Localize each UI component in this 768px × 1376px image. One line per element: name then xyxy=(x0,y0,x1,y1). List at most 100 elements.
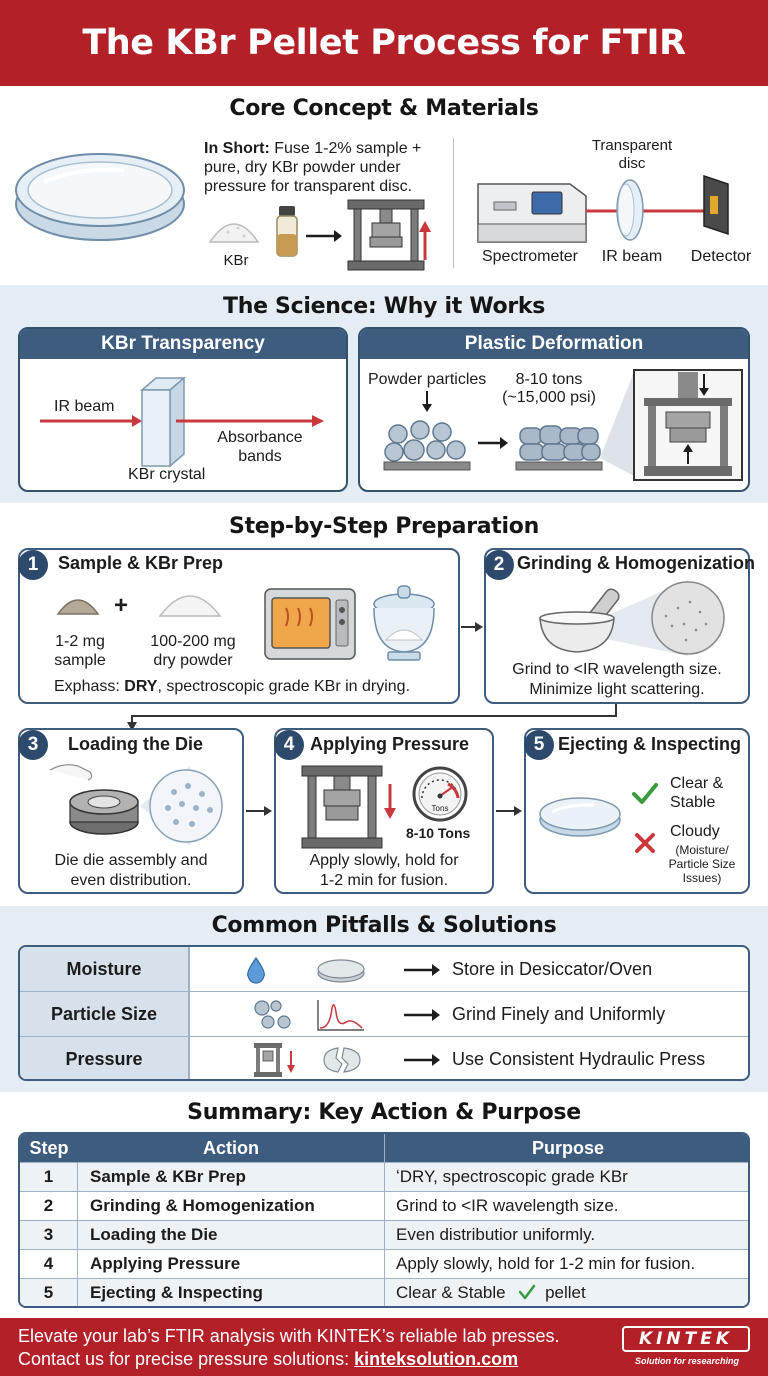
cloudy-label: Cloudy xyxy=(670,823,720,840)
step-1-emphasis: Exphass: DRY, spectroscopic grade KBr in… xyxy=(54,678,411,695)
arrow-icon xyxy=(404,1009,440,1021)
petri-dish-illustration xyxy=(15,153,185,241)
absorbance-bands-label: Absorbance bands xyxy=(217,429,303,465)
particles-icon xyxy=(254,1000,291,1029)
check-icon xyxy=(519,1284,536,1300)
step-2-description: Grind to <IR wavelength size.Minimize li… xyxy=(512,661,722,698)
arrow-icon xyxy=(478,437,508,449)
pitfalls-table: Moisture Store in Desiccator/Oven Partic… xyxy=(18,945,750,1081)
footer-line-2: Contact us for precise pressure solution… xyxy=(18,1349,519,1369)
row-step: 2 xyxy=(20,1192,78,1220)
spectrum-peak-icon xyxy=(317,1000,364,1031)
pitfall-solution: Store in Desiccator/Oven xyxy=(452,959,653,979)
pitfalls-section-title: Common Pitfalls & Solutions xyxy=(211,913,557,938)
logo-tagline: Solution for researching xyxy=(634,1356,739,1366)
core-divider xyxy=(453,138,454,268)
ir-beam-label: IR beam xyxy=(601,248,663,265)
cracked-pellet-icon xyxy=(323,1047,361,1073)
kintek-logo: KINTEK xyxy=(622,1326,750,1352)
footer-line-1: Elevate your lab’s FTIR analysis with KI… xyxy=(18,1326,560,1346)
clear-stable-label: Clear &Stable xyxy=(670,775,724,811)
kbr-crystal-label: KBr crystal xyxy=(128,466,206,483)
kbr-transparency-heading: KBr Transparency xyxy=(20,329,346,359)
footer-banner: Elevate your lab’s FTIR analysis with KI… xyxy=(0,1318,768,1376)
arrow-icon xyxy=(306,230,342,242)
sample-vial-icon xyxy=(276,206,298,257)
water-drop-icon xyxy=(247,956,265,984)
step-1-number: 1 xyxy=(18,550,48,580)
arrow-icon xyxy=(404,964,440,976)
pitfall-row: Pressure Use Consistent Hydraulic Press xyxy=(20,1037,748,1079)
pitfall-row: Moisture Store in Desiccator/Oven xyxy=(20,947,748,992)
ir-beam-line xyxy=(586,209,706,213)
down-arrow-icon xyxy=(422,391,432,412)
row-purpose: Even distributior uniformly. xyxy=(396,1225,596,1244)
step-5-number: 5 xyxy=(524,730,554,760)
transparent-disc-label: Transparent disc xyxy=(591,137,673,172)
short-summary: In Short: Fuse 1-2% sample + pure, dry K… xyxy=(204,140,422,195)
table-row: 2 Grinding & Homogenization Grind to <IR… xyxy=(20,1191,748,1220)
summary-section-title: Summary: Key Action & Purpose xyxy=(187,1100,581,1125)
die-assembly-icon xyxy=(49,764,223,846)
arrow-icon xyxy=(404,1054,440,1066)
step-2-number: 2 xyxy=(484,550,514,580)
pitfall-issue: Particle Size xyxy=(20,992,190,1036)
step-4-number: 4 xyxy=(274,730,304,760)
step-2-title: Grinding & Homogenization xyxy=(517,553,755,573)
detector-label: Detector xyxy=(690,248,752,265)
header-banner: The KBr Pellet Process for FTIR Analysis xyxy=(0,0,768,149)
header-action: Action xyxy=(203,1138,259,1158)
kbr-label: KBr xyxy=(223,252,249,269)
table-row: 4 Applying Pressure Apply slowly, hold f… xyxy=(20,1249,748,1278)
step-5-title: Ejecting & Inspecting xyxy=(558,734,742,754)
tons-label: 8-10 tons (~15,000 psi) xyxy=(502,371,596,406)
down-pressure-arrow-icon xyxy=(384,784,396,819)
row-action: Grinding & Homogenization xyxy=(90,1196,315,1215)
steps-section-title: Step-by-Step Preparation xyxy=(229,514,539,539)
pressure-gauge-icon xyxy=(412,766,468,822)
desiccator-icon xyxy=(373,585,435,661)
cross-icon xyxy=(635,833,655,853)
press-zoom-icon xyxy=(600,369,743,481)
check-icon xyxy=(632,783,658,804)
row-purpose: ʻDRY, spectroscopic grade KBr xyxy=(396,1167,628,1186)
step-arrow-1-2 xyxy=(461,622,483,632)
page-title: The KBr Pellet Process for FTIR Analysis xyxy=(82,23,686,149)
row-action: Applying Pressure xyxy=(90,1254,241,1273)
pitfall-issue: Moisture xyxy=(20,947,190,991)
row-purpose: Apply slowly, hold for 1-2 min for fusio… xyxy=(396,1254,696,1273)
detector-icon xyxy=(703,174,729,236)
row-step: 3 xyxy=(20,1221,78,1249)
transparent-disc-icon xyxy=(616,179,644,241)
pressure-arrow-icon xyxy=(419,221,431,260)
science-section-title: The Science: Why it Works xyxy=(223,294,545,319)
summary-table: Step Action Purpose 1 Sample & KBr Prep … xyxy=(18,1132,750,1308)
row-step: 5 xyxy=(20,1279,78,1306)
core-section-title: Core Concept & Materials xyxy=(229,96,539,121)
pitfall-solution: Use Consistent Hydraulic Press xyxy=(452,1049,706,1069)
drying-oven-icon xyxy=(264,588,356,660)
row-purpose: Grind to <IR wavelength size. xyxy=(396,1196,619,1215)
website-link[interactable]: kinteksolution.com xyxy=(354,1349,519,1369)
row-purpose: Clear & Stable pellet xyxy=(396,1283,586,1302)
cloudy-pellet-icon xyxy=(317,959,365,983)
sample-powder-icon xyxy=(56,599,100,615)
header-purpose: Purpose xyxy=(531,1138,605,1158)
pitfall-solution: Grind Finely and Uniformly xyxy=(452,1004,666,1024)
ir-beam-in-arrow xyxy=(40,415,142,427)
kbr-dry-powder-icon xyxy=(158,595,222,617)
table-row: 3 Loading the Die Even distributior unif… xyxy=(20,1220,748,1249)
summary-table-header: Step Action Purpose xyxy=(20,1134,748,1162)
powder-particles-icon xyxy=(383,420,471,471)
mini-press-icon xyxy=(254,1043,282,1077)
column-divider xyxy=(384,1134,385,1306)
step-arrow-2-3 xyxy=(127,704,617,731)
tons-value: 8-10 Tons xyxy=(406,825,471,841)
hydraulic-press-icon xyxy=(301,765,383,849)
ir-beam-label-science: IR beam xyxy=(54,398,115,415)
plastic-deformation-heading: Plastic Deformation xyxy=(360,329,748,359)
